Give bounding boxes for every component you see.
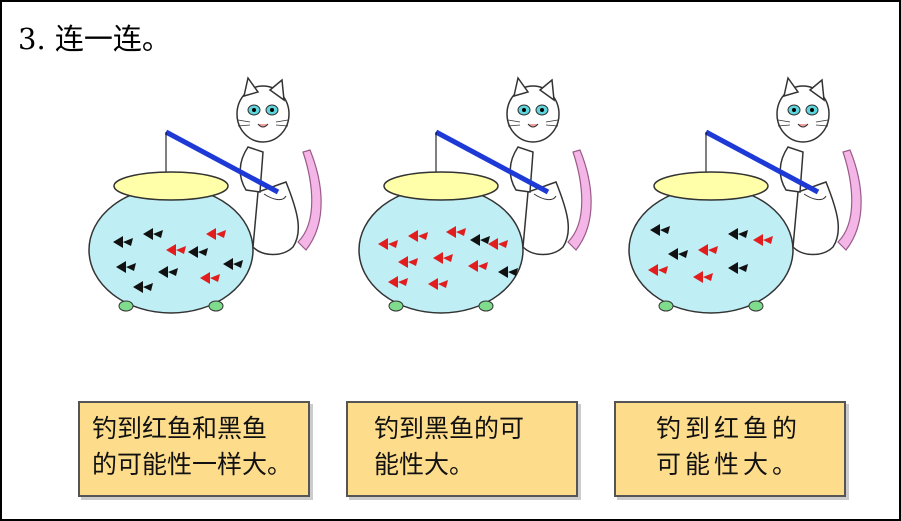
cat [506, 76, 592, 256]
question-title: 3. 连一连。 [18, 16, 171, 58]
fishing-scene-2 [358, 72, 628, 322]
cat-fishing-illustration [88, 76, 322, 314]
fishing-rod [164, 129, 280, 195]
fishbowl-2 [358, 171, 524, 314]
fishing-rod [704, 129, 820, 195]
answer-card-black[interactable]: 钓到黑鱼的可 能性大。 [346, 401, 578, 497]
cat [776, 76, 862, 256]
cat [236, 76, 322, 256]
card-line-1: 钓到红鱼的 [656, 414, 802, 443]
fishbowl-3 [628, 171, 794, 314]
card-line-2: 可能性大。 [656, 450, 802, 479]
answer-card-equal[interactable]: 钓到红鱼和黑鱼 的可能性一样大。 [78, 401, 310, 497]
card-line-2: 能性大。 [374, 450, 475, 479]
fishbowl-1 [88, 171, 254, 314]
fishing-rod [434, 129, 550, 195]
cat-fishing-illustration [358, 76, 592, 314]
card-line-1: 钓到黑鱼的可 [374, 414, 525, 443]
fishing-scene-3 [628, 72, 898, 322]
fishing-scene-1 [88, 72, 358, 322]
card-line-2: 的可能性一样大。 [92, 450, 293, 479]
cat-fishing-illustration [628, 76, 862, 314]
card-line-1: 钓到红鱼和黑鱼 [92, 414, 268, 443]
question-number: 3. [18, 22, 46, 56]
question-instruction: 连一连。 [54, 22, 171, 56]
answer-card-red[interactable]: 钓到红鱼的 可能性大。 [614, 401, 846, 497]
